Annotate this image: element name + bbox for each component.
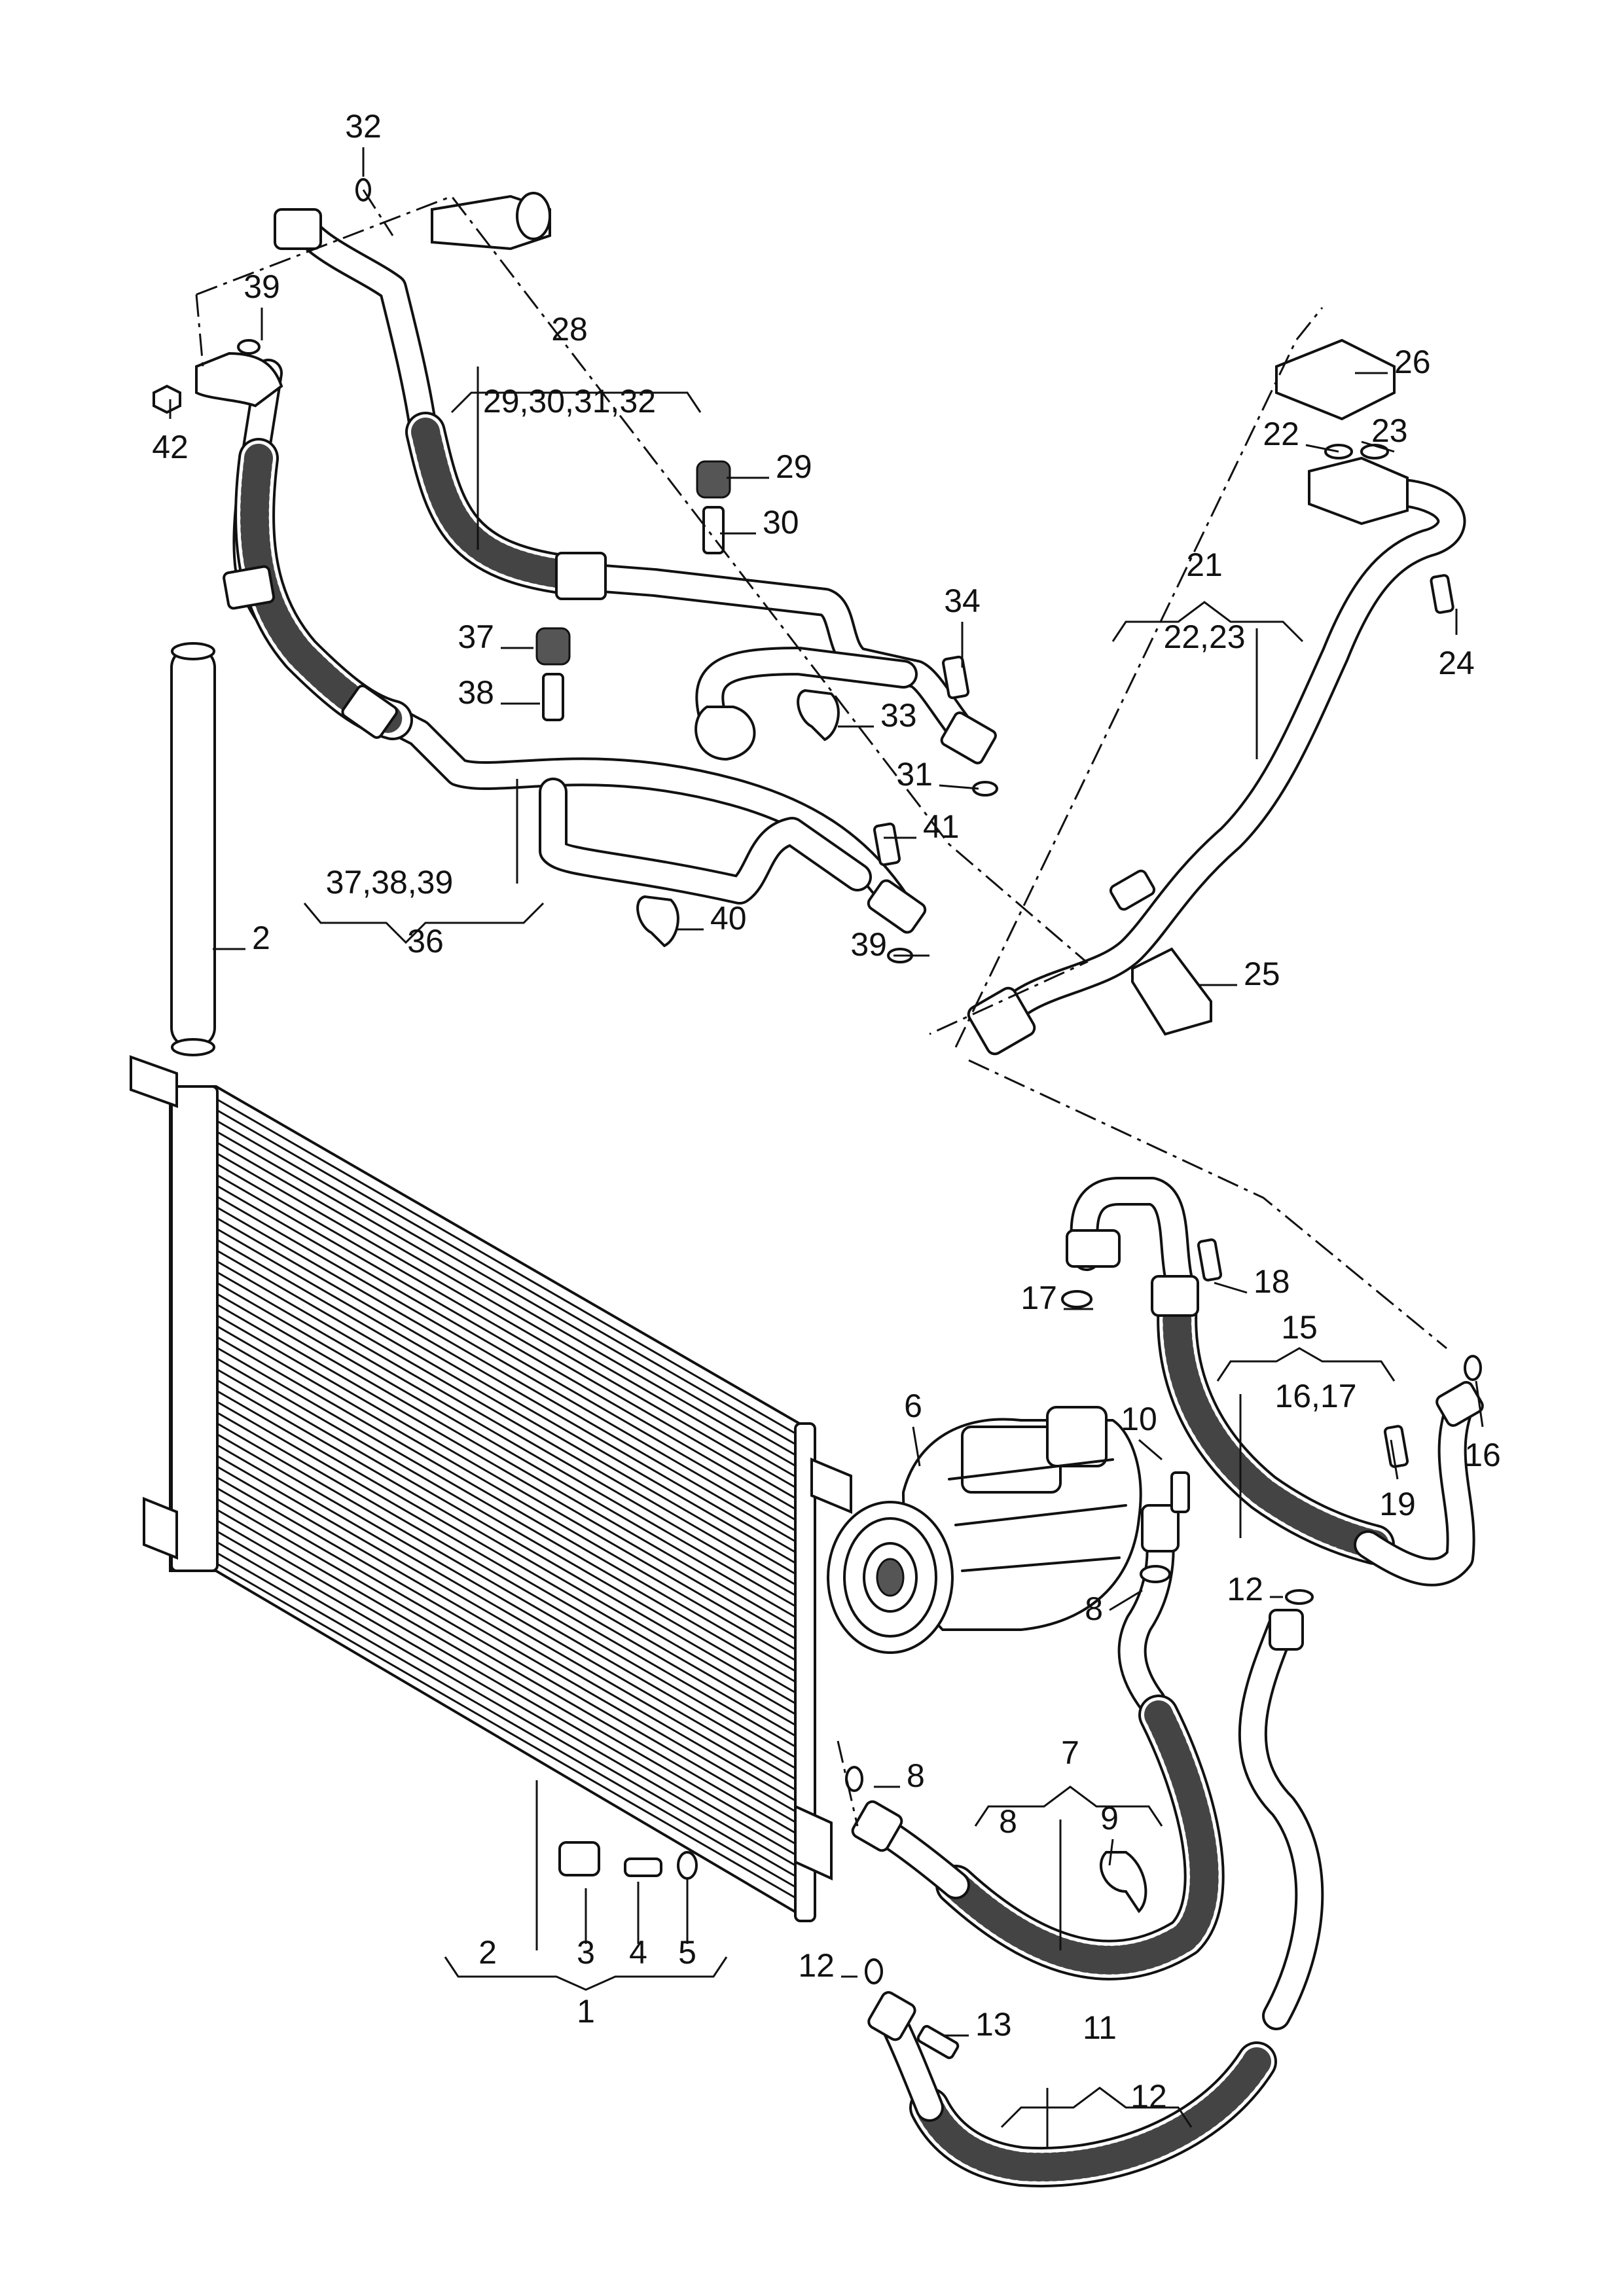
- callout-c34: 34: [944, 583, 981, 619]
- service-valves: [153, 178, 998, 963]
- callout-c12a: 12: [1227, 1571, 1263, 1607]
- callout-c23: 23: [1371, 412, 1408, 449]
- callout-c28: 28: [551, 311, 588, 348]
- callout-c25: 25: [1244, 956, 1280, 992]
- compressor: [827, 1406, 1142, 1654]
- callout-c21s: 22,23: [1163, 619, 1245, 655]
- line-36: [195, 351, 927, 934]
- callout-c11: 11: [1083, 2009, 1117, 2046]
- callout-c6: 6: [904, 1388, 922, 1424]
- callout-c4: 4: [629, 1934, 647, 1971]
- callout-c8a: 8: [1085, 1590, 1103, 1627]
- callout-c12b: 12: [798, 1947, 835, 1984]
- callout-c33: 33: [880, 697, 917, 734]
- callout-c36s: 37,38,39: [326, 864, 454, 901]
- callout-c39b: 39: [850, 926, 887, 963]
- callout-c31: 31: [896, 756, 933, 793]
- callout-c30: 30: [763, 504, 799, 541]
- callout-c36: 36: [407, 923, 444, 960]
- line-15: [1061, 1177, 1484, 1587]
- callout-c24: 24: [1438, 645, 1475, 681]
- callout-c10: 10: [1121, 1401, 1157, 1437]
- callout-c40: 40: [710, 900, 747, 937]
- callout-c39a: 39: [244, 268, 280, 305]
- callout-c29: 29: [776, 448, 812, 485]
- reference-lines: [195, 189, 1447, 1827]
- callout-c28s: 29,30,31,32: [483, 383, 656, 420]
- drier-cartridge: [170, 642, 216, 1056]
- callout-c8b: 8: [907, 1757, 925, 1794]
- callout-c2a: 2: [252, 920, 270, 956]
- callout-c21: 21: [1186, 547, 1223, 583]
- callout-c42: 42: [152, 429, 189, 465]
- callout-c15s: 16,17: [1274, 1378, 1356, 1414]
- line-7: [845, 1471, 1225, 1981]
- callout-c2b: 2: [478, 1934, 497, 1971]
- callout-c7: 7: [1061, 1734, 1079, 1771]
- callout-c1: 1: [577, 1993, 595, 2030]
- callout-c7a: 8: [999, 1803, 1017, 1840]
- callout-c22: 22: [1263, 416, 1299, 452]
- callout-c18: 18: [1254, 1263, 1290, 1300]
- callout-c26: 26: [1394, 344, 1431, 380]
- callout-c5: 5: [678, 1934, 696, 1971]
- callout-c7b: 9: [1100, 1800, 1119, 1837]
- callout-c41: 41: [923, 808, 960, 845]
- leader-lines: [169, 147, 1484, 2147]
- callout-c13: 13: [975, 2006, 1012, 2043]
- condenser: [130, 1055, 852, 1922]
- line-11: [865, 1589, 1324, 2187]
- line-21: [967, 338, 1466, 1056]
- callout-c16: 16: [1464, 1437, 1501, 1473]
- callout-c15: 15: [1281, 1309, 1318, 1346]
- callout-labels: 3239422829,30,31,32293034373833314137,38…: [152, 108, 1501, 2115]
- callout-c32: 32: [345, 108, 382, 145]
- line-28: [274, 208, 997, 764]
- callout-c3: 3: [577, 1934, 595, 1971]
- callout-c37: 37: [458, 619, 494, 655]
- callout-c17: 17: [1020, 1280, 1057, 1316]
- callout-c19: 19: [1379, 1486, 1416, 1522]
- expansion-valve: [431, 192, 551, 251]
- callout-c38: 38: [458, 674, 494, 711]
- pressure-sensor-parts: [558, 1841, 698, 1880]
- callout-c11s: 12: [1130, 2078, 1167, 2115]
